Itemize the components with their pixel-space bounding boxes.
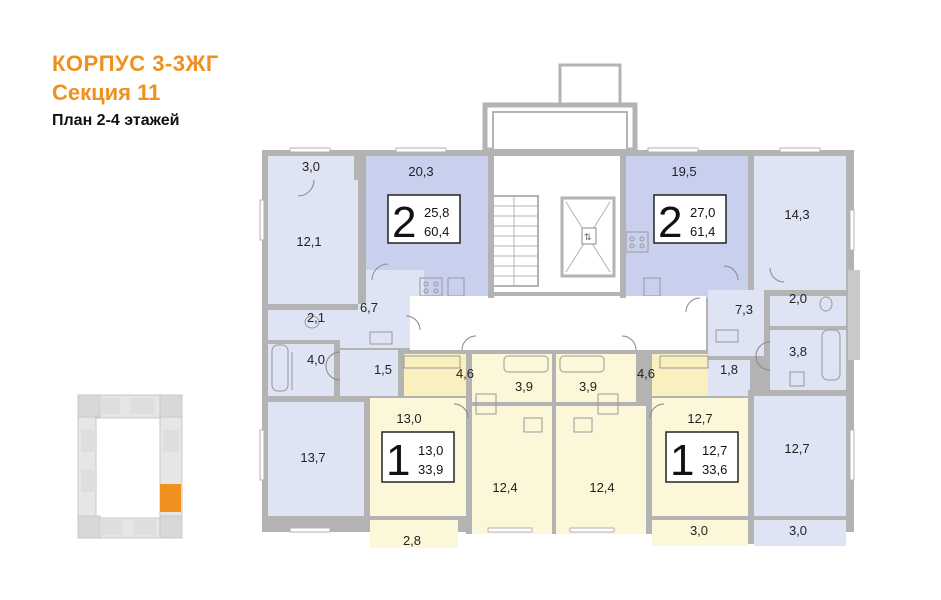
area-label: 4,0 xyxy=(307,352,325,367)
area-label: 4,6 xyxy=(456,366,474,381)
area-label: 2,8 xyxy=(403,533,421,548)
area-label: 2,0 xyxy=(789,291,807,306)
area-label: 6,7 xyxy=(360,300,378,315)
area-label: 3,0 xyxy=(789,523,807,538)
area-label: 3,8 xyxy=(789,344,807,359)
building-title: КОРПУС 3-3ЖГ xyxy=(52,51,219,76)
area-label: 12,1 xyxy=(296,234,321,249)
apartment-badge-2-right: 2 27,0 61,4 xyxy=(653,194,727,247)
area-label: 14,3 xyxy=(784,207,809,222)
area-label: 1,5 xyxy=(374,362,392,377)
rooms-count: 2 xyxy=(392,198,416,247)
roof-exit xyxy=(558,63,622,107)
area-label: 4,6 xyxy=(637,366,655,381)
total-area: 33,9 xyxy=(418,462,443,477)
area-label: 13,7 xyxy=(300,450,325,465)
apartment-badge-2-left: 2 25,8 60,4 xyxy=(387,194,461,247)
plan-subtitle: План 2-4 этажей xyxy=(52,112,180,129)
total-area: 60,4 xyxy=(424,224,449,239)
rooms-count: 1 xyxy=(670,436,694,485)
elevator-icon xyxy=(581,227,597,245)
rooms-count: 2 xyxy=(658,198,682,247)
area-label: 12,7 xyxy=(687,411,712,426)
area-label: 3,9 xyxy=(579,379,597,394)
rooms-count: 1 xyxy=(386,436,410,485)
area-label: 3,0 xyxy=(690,523,708,538)
common-area: ⇅ xyxy=(410,156,706,350)
area-label: 12,4 xyxy=(492,480,517,495)
living-area: 12,7 xyxy=(702,443,727,458)
total-area: 33,6 xyxy=(702,462,727,477)
total-area: 61,4 xyxy=(690,224,715,239)
area-label: 12,4 xyxy=(589,480,614,495)
key-plan xyxy=(77,394,183,539)
section-title: Секция 11 xyxy=(52,80,161,105)
area-label: 20,3 xyxy=(408,164,433,179)
area-label: 1,8 xyxy=(720,362,738,377)
area-label: 13,0 xyxy=(396,411,421,426)
apartment-badge-1-left: 1 13,0 33,9 xyxy=(381,431,455,485)
living-area: 27,0 xyxy=(690,205,715,220)
current-section-marker xyxy=(160,484,181,512)
area-label: 2,1 xyxy=(307,310,325,325)
area-label: 19,5 xyxy=(671,164,696,179)
area-labels: 3,0 20,3 12,1 6,7 2,1 4,0 1,5 13,7 13,0 … xyxy=(296,159,809,548)
area-label: 7,3 xyxy=(735,302,753,317)
area-label: 3,9 xyxy=(515,379,533,394)
svg-text:⇅: ⇅ xyxy=(584,233,592,243)
title-block: КОРПУС 3-3ЖГ Секция 11 План 2-4 этажей xyxy=(52,50,219,132)
area-label: 12,7 xyxy=(784,441,809,456)
area-label: 3,0 xyxy=(302,159,320,174)
living-area: 25,8 xyxy=(424,205,449,220)
living-area: 13,0 xyxy=(418,443,443,458)
apartment-badge-1-right: 1 12,7 33,6 xyxy=(665,431,739,485)
